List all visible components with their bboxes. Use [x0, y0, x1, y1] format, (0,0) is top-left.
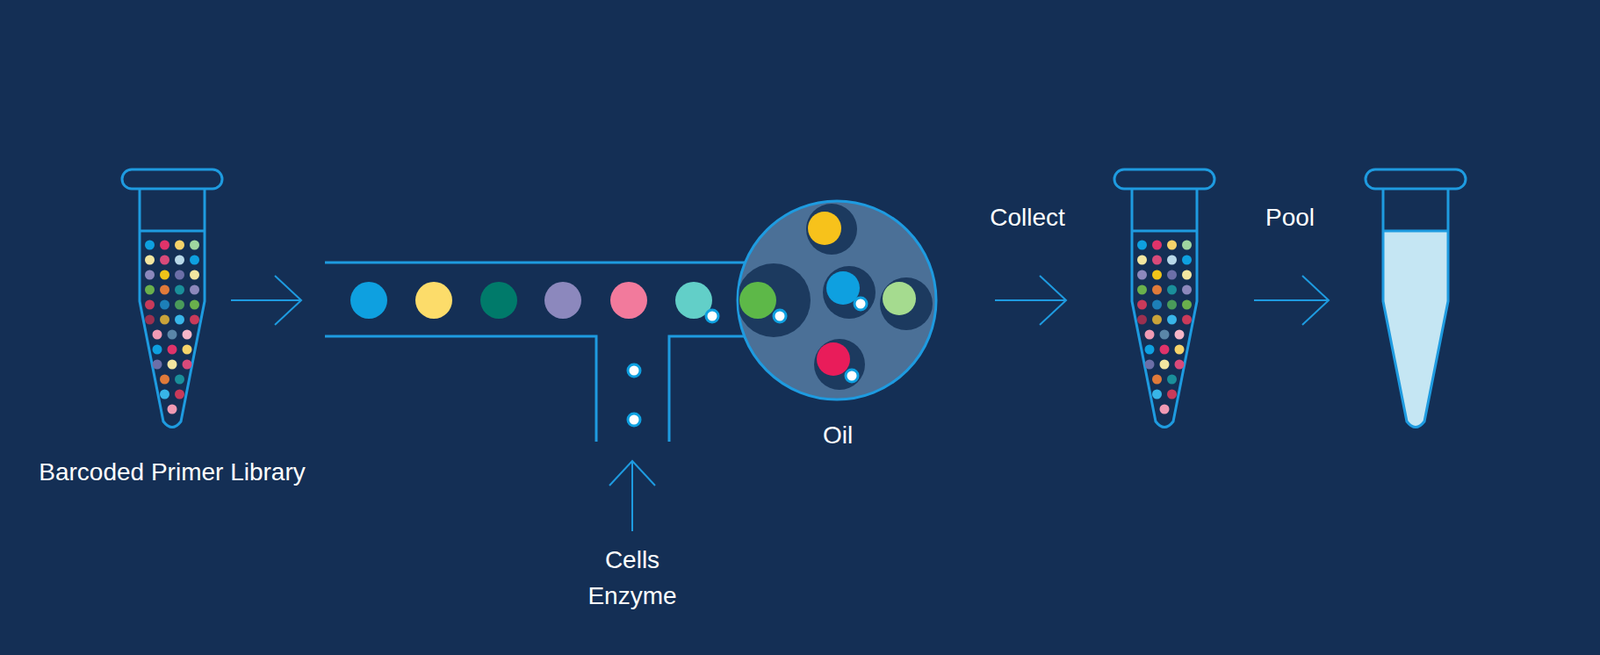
oil-chamber [737, 201, 937, 400]
step-label: Collect [939, 200, 1116, 237]
input-label: Cells Enzyme [575, 542, 690, 614]
oil-label: Oil [785, 418, 891, 455]
library-label: Barcoded Primer Library [5, 454, 339, 491]
step-label: Pool [1202, 200, 1378, 237]
microfluidic-channel [324, 262, 747, 442]
emulsion-droplets [736, 203, 933, 390]
tube [122, 169, 223, 428]
tube [1114, 169, 1215, 428]
flow-arrows [230, 275, 1329, 532]
tubes [122, 169, 1466, 428]
tube [1365, 169, 1466, 428]
channel-droplets [350, 281, 786, 426]
